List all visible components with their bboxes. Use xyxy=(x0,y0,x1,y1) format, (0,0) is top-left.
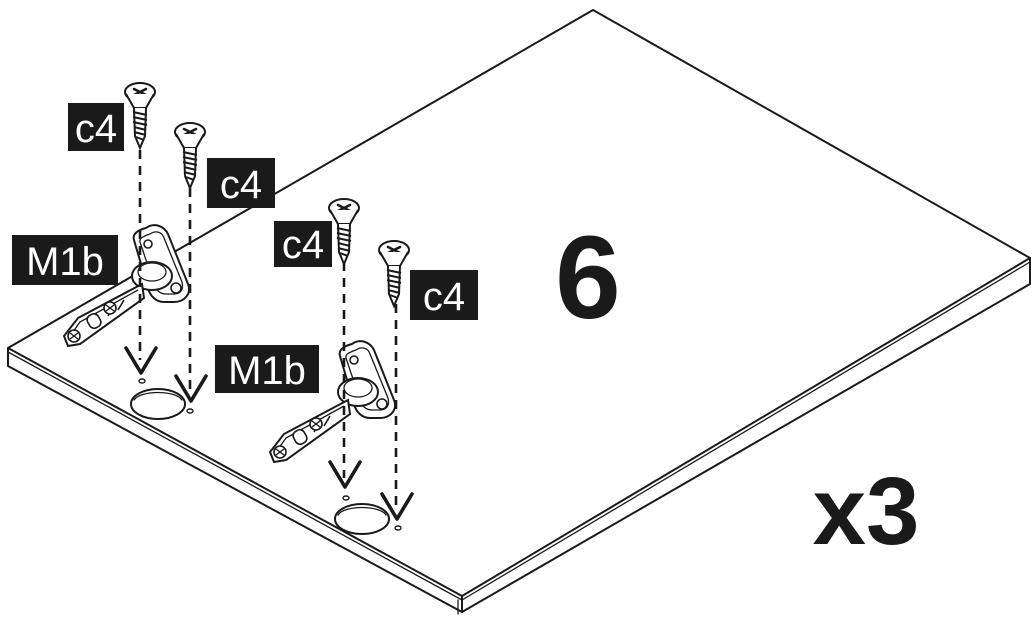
label-screw-c4-3-text: c4 xyxy=(282,223,324,267)
label-screw-c4-3: c4 xyxy=(274,221,332,267)
label-hinge-m1b-2-text: M1b xyxy=(228,349,306,393)
screw-c4-2 xyxy=(175,123,205,188)
label-screw-c4-4: c4 xyxy=(410,270,478,320)
label-hinge-m1b-2: M1b xyxy=(215,345,319,393)
label-screw-c4-4-text: c4 xyxy=(423,275,465,319)
label-screw-c4-1: c4 xyxy=(68,103,124,151)
label-screw-c4-1-text: c4 xyxy=(75,107,117,151)
label-screw-c4-2-text: c4 xyxy=(220,163,262,207)
hinge-cup-hole-left xyxy=(131,389,185,419)
screw-c4-1 xyxy=(125,83,155,148)
quantity-multiplier: x3 xyxy=(813,458,920,565)
hinge-cup-hole-right xyxy=(335,504,389,534)
label-screw-c4-2: c4 xyxy=(207,158,275,208)
step-number: 6 xyxy=(555,212,621,344)
label-hinge-m1b-1-text: M1b xyxy=(26,240,104,284)
label-hinge-m1b-1: M1b xyxy=(12,235,118,285)
